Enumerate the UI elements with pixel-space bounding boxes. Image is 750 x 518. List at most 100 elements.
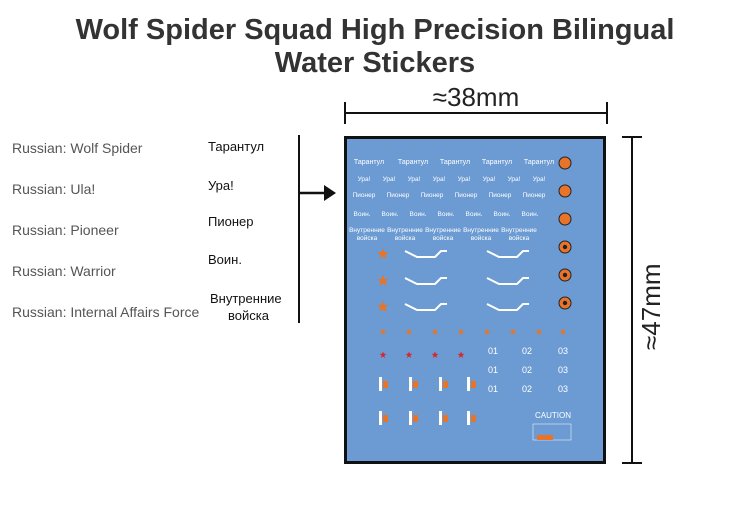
dimension-tick bbox=[622, 462, 642, 464]
spider-emblem-center bbox=[562, 272, 568, 278]
sticker-text: Ура! bbox=[533, 176, 546, 183]
sticker-text: Воин. bbox=[522, 211, 539, 218]
number-decal: 03 bbox=[558, 384, 568, 394]
sticker-text: Внутренние bbox=[463, 227, 499, 234]
number-decal: 02 bbox=[522, 384, 532, 394]
marker-flag bbox=[443, 381, 448, 388]
bracket-line bbox=[298, 135, 300, 323]
sticker-sheet-art: Тарантул Тарантул Тарантул Тарантул Тарантул… bbox=[349, 156, 572, 441]
sticker-text: Внутренние bbox=[349, 227, 385, 234]
english-label: Russian: Wolf Spider bbox=[12, 140, 143, 156]
sticker-text: Внутренние bbox=[387, 227, 423, 234]
sticker-text: Пионер bbox=[489, 192, 512, 199]
number-decal: 01 bbox=[488, 384, 498, 394]
caution-text: CAUTION bbox=[535, 411, 571, 420]
spider-emblem-center bbox=[562, 244, 568, 250]
sticker-text: Тарантул bbox=[440, 159, 470, 166]
width-dimension-label: ≈38mm bbox=[432, 82, 520, 112]
marker-flag bbox=[413, 381, 418, 388]
dimension-line bbox=[631, 136, 633, 464]
dimension-tick bbox=[622, 136, 642, 138]
dimension-line bbox=[344, 112, 608, 114]
russian-label: Тарантул bbox=[208, 139, 265, 154]
sticker-text: Ура! bbox=[508, 176, 521, 183]
arrow-icon bbox=[300, 185, 336, 201]
small-orange-star bbox=[535, 328, 543, 335]
sticker-text: Воин. bbox=[410, 211, 427, 218]
sticker-text: Воин. bbox=[494, 211, 511, 218]
stripe-decal bbox=[404, 250, 447, 258]
sticker-text: Ура! bbox=[458, 176, 471, 183]
sticker-text: Ура! bbox=[433, 176, 446, 183]
height-dimension bbox=[622, 136, 642, 464]
english-label: Russian: Internal Affairs Force bbox=[12, 304, 200, 320]
number-decal: 02 bbox=[522, 365, 532, 375]
sticker-text: Тарантул bbox=[482, 159, 512, 166]
marker-bar bbox=[379, 411, 382, 425]
marker-flag bbox=[471, 381, 476, 388]
number-decal: 03 bbox=[558, 365, 568, 375]
small-orange-star bbox=[483, 328, 491, 335]
sticker-text: Воин. bbox=[382, 211, 399, 218]
sticker-text: войска bbox=[357, 234, 378, 242]
sticker-text: Пионер bbox=[523, 192, 546, 199]
orange-roundel bbox=[558, 184, 572, 198]
title-line: Wolf Spider Squad High Precision Bilingu… bbox=[75, 14, 675, 79]
marker-flag bbox=[471, 415, 476, 422]
spider-emblem-center bbox=[562, 300, 568, 306]
sticker-text: войска bbox=[509, 234, 530, 242]
sticker-text: войска bbox=[433, 234, 454, 242]
sticker-text: Воин. bbox=[354, 211, 371, 218]
sticker-text: Ура! bbox=[483, 176, 496, 183]
dimension-tick bbox=[606, 102, 608, 124]
marker-bar bbox=[409, 377, 412, 391]
width-dimension bbox=[344, 100, 608, 124]
sticker-text: Пионер bbox=[455, 192, 478, 199]
marker-bar bbox=[467, 377, 470, 391]
sticker-text: Внутренние bbox=[425, 227, 461, 234]
english-label: Russian: Pioneer bbox=[12, 222, 119, 238]
marker-bar bbox=[439, 411, 442, 425]
orange-star bbox=[377, 275, 389, 286]
marker-flag bbox=[383, 381, 388, 388]
stripe-decal bbox=[404, 277, 447, 285]
russian-label: Пионер bbox=[208, 214, 254, 229]
small-orange-star bbox=[457, 328, 465, 335]
sticker-text: Пионер bbox=[387, 192, 410, 199]
sticker-text: войска bbox=[471, 234, 492, 242]
sticker-sheet: Тарантул Тарантул Тарантул Тарантул Тарантул… bbox=[344, 136, 606, 464]
caution-strip bbox=[537, 435, 553, 440]
dimension-tick bbox=[344, 102, 346, 124]
sticker-text: Тарантул bbox=[524, 159, 554, 166]
marker-flag bbox=[413, 415, 418, 422]
small-orange-star bbox=[379, 328, 387, 335]
sticker-text: Тарантул bbox=[354, 159, 384, 166]
marker-bar bbox=[409, 411, 412, 425]
sticker-text: Внутренние bbox=[501, 227, 537, 234]
stripe-decal bbox=[404, 303, 447, 311]
russian-label: войска bbox=[228, 308, 269, 323]
height-dimension-label: ≈47mm bbox=[636, 263, 666, 350]
sticker-text: Тарантул bbox=[398, 159, 428, 166]
sticker-text: Воин. bbox=[466, 211, 483, 218]
sticker-text: Ура! bbox=[408, 176, 421, 183]
english-label: Russian: Ula! bbox=[12, 181, 96, 197]
small-orange-star bbox=[405, 328, 413, 335]
number-decal: 02 bbox=[522, 346, 532, 356]
sticker-text: Пионер bbox=[353, 192, 376, 199]
sticker-text: Воин. bbox=[438, 211, 455, 218]
small-orange-star bbox=[559, 328, 567, 335]
stripe-decal bbox=[486, 250, 529, 258]
number-decal: 03 bbox=[558, 346, 568, 356]
number-decal: 01 bbox=[488, 365, 498, 375]
marker-bar bbox=[467, 411, 470, 425]
stripe-decal bbox=[486, 277, 529, 285]
orange-roundel bbox=[558, 212, 572, 226]
red-star bbox=[431, 351, 439, 358]
red-star bbox=[405, 351, 413, 358]
sticker-text: Ура! bbox=[358, 176, 371, 183]
number-decal: 01 bbox=[488, 346, 498, 356]
red-star bbox=[379, 351, 387, 358]
english-label-list: Russian: Wolf Spider Russian: Ula! Russi… bbox=[12, 140, 199, 345]
marker-bar bbox=[379, 377, 382, 391]
